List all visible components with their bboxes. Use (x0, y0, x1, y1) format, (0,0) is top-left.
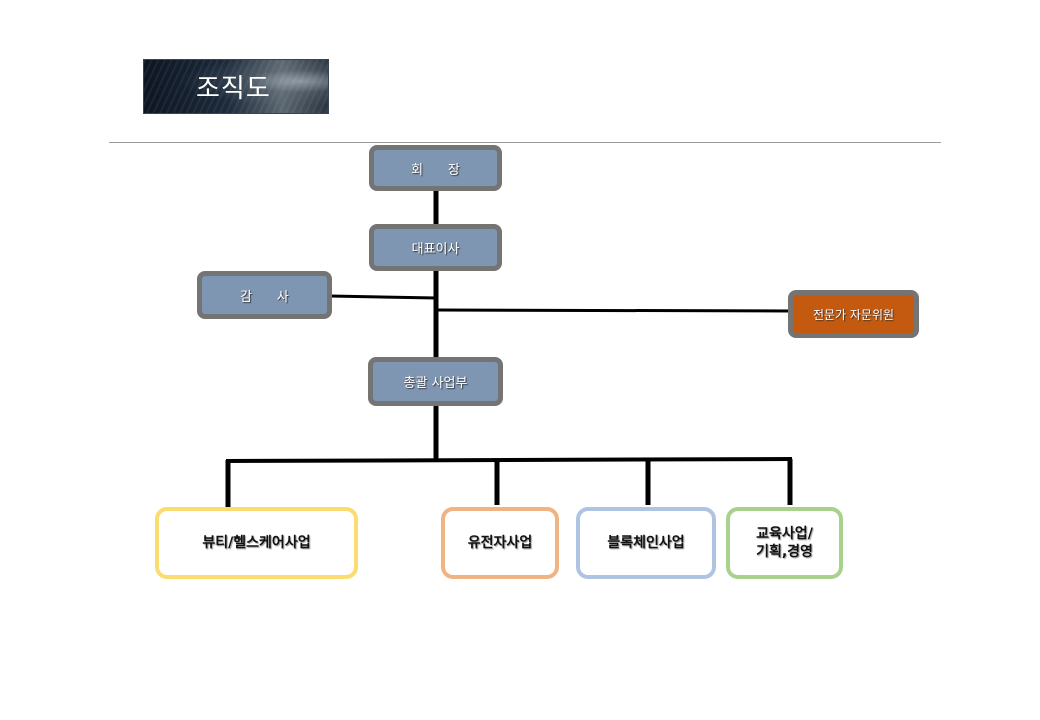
node-chairman: 회 장 (369, 145, 502, 191)
node-division-genetics: 유전자사업 (441, 507, 559, 579)
node-division-education: 교육사업/ 기획,경영 (726, 507, 843, 579)
node-advisory: 전문가 자문위원 (788, 290, 919, 338)
node-general-business: 총괄 사업부 (368, 357, 503, 406)
title-banner: 조직도 (143, 59, 329, 114)
node-division-genetics-label: 유전자사업 (467, 534, 533, 551)
node-auditor: 감 사 (197, 271, 332, 319)
node-division-beauty: 뷰티/헬스케어사업 (155, 507, 358, 579)
node-ceo: 대표이사 (369, 224, 502, 271)
header-divider (109, 142, 941, 143)
node-auditor-label: 감 사 (240, 289, 289, 305)
connector-auditor (329, 294, 437, 300)
node-advisory-label: 전문가 자문위원 (812, 307, 895, 322)
connector-division-bus (225, 457, 793, 463)
node-chairman-label: 회 장 (411, 162, 460, 178)
node-division-beauty-label: 뷰티/헬스케어사업 (202, 534, 311, 551)
connector-advisory (435, 308, 792, 313)
node-division-blockchain: 블록체인사업 (576, 507, 716, 579)
node-division-education-label: 교육사업/ 기획,경영 (756, 525, 813, 560)
page-title: 조직도 (196, 74, 271, 104)
node-division-blockchain-label: 블록체인사업 (607, 534, 685, 551)
node-ceo-label: 대표이사 (411, 242, 460, 257)
node-general-business-label: 총괄 사업부 (403, 376, 468, 391)
